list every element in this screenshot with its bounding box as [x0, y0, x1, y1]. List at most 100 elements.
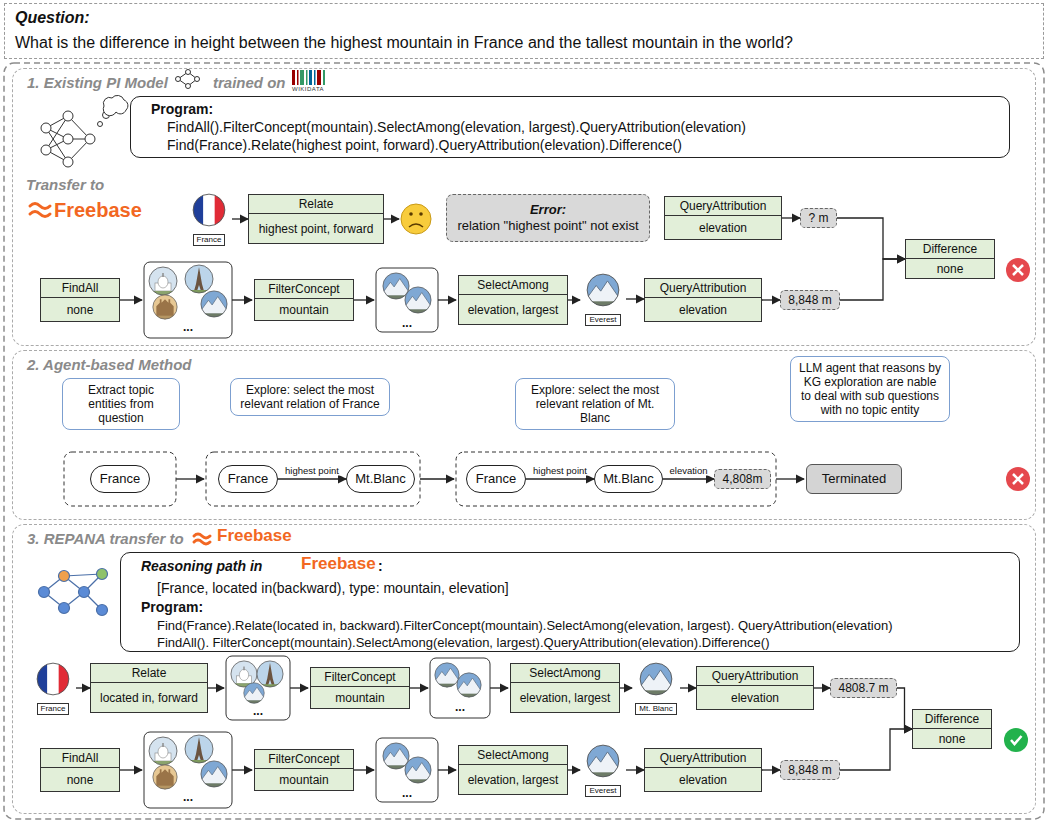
program-label: Program: — [141, 599, 203, 616]
wrong-mark — [1006, 258, 1030, 491]
reasoning-box: Reasoning path inFreebase:[France, locat… — [120, 552, 1020, 652]
operator-box: FilterConceptmountain — [310, 667, 410, 709]
transfer-label: Transfer to — [26, 176, 104, 194]
operator-name: QueryAttribution — [645, 279, 761, 298]
correct-mark — [1004, 728, 1028, 752]
entity-name: France — [228, 471, 268, 487]
operator-box: QueryAttributionelevation — [644, 278, 762, 322]
entity-oval: France — [466, 465, 526, 493]
entity-oval: Mt.Blanc — [346, 465, 415, 493]
entity-name: France — [476, 471, 516, 487]
program-label: : — [378, 558, 383, 575]
edge-label: highest point — [531, 465, 589, 476]
operator-argument: none — [913, 729, 991, 748]
everest-image — [584, 744, 623, 781]
entity-icon: Everest — [580, 272, 626, 326]
outer-frame — [4, 63, 1044, 819]
operator-name: QueryAttribution — [645, 749, 761, 768]
operator-argument: highest point, forward — [249, 214, 383, 243]
program-code: [France, located in(backward), type: mou… — [157, 580, 509, 597]
callout-text: Extract topic entities from question — [69, 383, 173, 425]
entity-icon: Everest — [580, 743, 626, 797]
error-label: Error: — [530, 202, 566, 218]
result-box: 4,808m — [714, 469, 771, 489]
ellipsis: ... — [402, 316, 412, 330]
result-box: 4808.7 m — [830, 678, 897, 698]
program-code: FindAll(). FilterConcept(mountain).Selec… — [157, 635, 769, 651]
ellipsis: ... — [183, 320, 193, 334]
operator-name: FilterConcept — [311, 668, 409, 687]
everest-image — [584, 273, 623, 310]
connector-arrow — [232, 218, 248, 219]
sad-face — [401, 204, 431, 234]
operator-name: QueryAttribution — [665, 197, 781, 216]
callout-text: LLM agent that reasons by KG exploration… — [797, 361, 943, 417]
operator-box: QueryAttributionelevation — [644, 748, 762, 792]
section-panel: 3. REPANA transfer toFreebaseReasoning p… — [12, 524, 1036, 814]
connector-arrow — [626, 298, 644, 299]
operator-box: Relatelocated in, forward — [90, 663, 208, 713]
operator-name: SelectAmong — [459, 276, 567, 295]
entity-label: Mt. Blanc — [635, 703, 676, 715]
error-box: Error:relation "highest point" not exist — [446, 194, 650, 242]
edge-label: elevation — [667, 465, 709, 476]
entity-icon: France — [30, 661, 76, 715]
operator-name: FilterConcept — [255, 750, 353, 769]
connector-arrow — [526, 478, 594, 479]
operator-box: SelectAmongelevation, largest — [458, 745, 568, 795]
connector-arrow — [568, 769, 580, 770]
connector-arrow — [568, 299, 580, 300]
entity-label: France — [193, 234, 226, 246]
operator-argument: elevation, largest — [459, 765, 567, 794]
entity-label: France — [37, 703, 70, 715]
entity-oval: France — [218, 465, 278, 493]
operator-argument: located in, forward — [91, 683, 207, 712]
operator-name: Relate — [249, 195, 383, 214]
entity-icon: Mt. Blanc — [632, 661, 680, 715]
exploration-group — [64, 452, 776, 506]
freebase-logo-text: Freebase — [217, 526, 292, 546]
operator-name: FilterConcept — [255, 280, 353, 299]
operator-argument: elevation — [697, 686, 813, 709]
operator-box: Differencenone — [912, 709, 992, 749]
operator-box: SelectAmongelevation, largest — [458, 275, 568, 325]
connector-arrow — [762, 299, 780, 300]
connector-arrow — [837, 218, 905, 259]
program-label: Program: — [151, 101, 213, 118]
freebase-logo-text: Freebase — [301, 554, 376, 574]
ellipsis: ... — [455, 700, 465, 714]
freebase-logo-text: Freebase — [54, 198, 142, 222]
callout-text: Explore: select the most relevant relati… — [237, 383, 383, 411]
mont-blanc-image — [637, 662, 676, 699]
error-message: relation "highest point" not exist — [457, 218, 638, 234]
question-label: Question: — [15, 8, 90, 27]
connector-arrow — [680, 687, 696, 688]
result-value: 8,848 m — [788, 293, 831, 307]
program-code: FindAll().FilterConcept(mountain).Select… — [167, 119, 746, 136]
repana-icon — [39, 569, 108, 616]
question-box: Question:What is the difference in heigh… — [4, 3, 1044, 59]
callout-box: Extract topic entities from question — [62, 378, 180, 430]
result-value: 4808.7 m — [838, 681, 888, 695]
result-value: 8,848 m — [788, 763, 831, 777]
program-code: Find(France).Relate(located in, backward… — [157, 618, 893, 634]
connector-arrow — [76, 687, 90, 688]
entity-label: Everest — [585, 785, 620, 797]
operator-box: QueryAttributionelevation — [696, 666, 814, 710]
callout-box: Explore: select the most relevant relati… — [230, 378, 390, 416]
operator-box: SelectAmongelevation, largest — [510, 663, 620, 713]
section-heading: 2. Agent-based Method — [27, 356, 191, 374]
france-flag — [36, 662, 70, 696]
operator-argument: none — [906, 259, 994, 278]
section-heading: 3. REPANA transfer to — [27, 530, 184, 548]
section-panel: 1. Existing PI Modeltrained onProgram:Fi… — [12, 68, 1036, 346]
connector-arrow — [626, 769, 644, 770]
operator-name: QueryAttribution — [697, 667, 813, 686]
result-box: ? m — [800, 208, 837, 228]
connector-arrow — [278, 478, 346, 479]
model-icon — [41, 95, 128, 167]
entity-oval: Mt.Blanc — [594, 465, 663, 493]
operator-argument: elevation — [645, 298, 761, 321]
operator-argument: mountain — [311, 687, 409, 708]
callout-text: Explore: select the most relevant relati… — [522, 383, 668, 425]
